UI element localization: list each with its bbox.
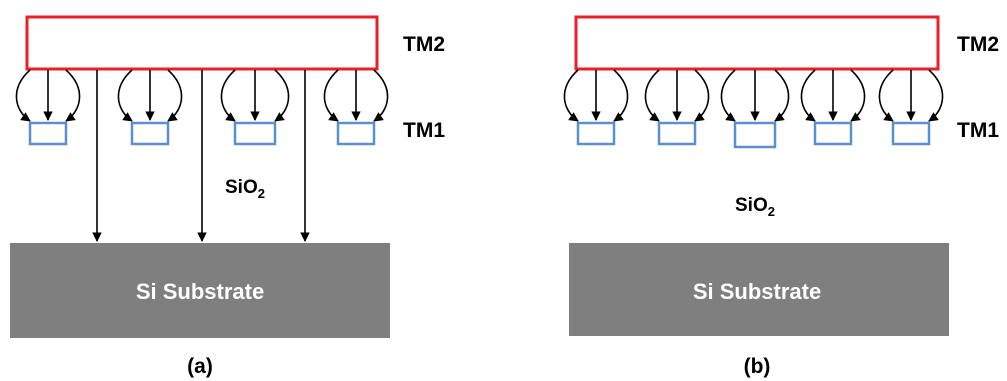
tm1-plate [891, 121, 931, 146]
sio2-subscript: 2 [768, 204, 775, 219]
substrate-label: Si Substrate [136, 279, 264, 304]
tm1-finger-group [800, 69, 866, 146]
tm1-finger-group [720, 69, 790, 149]
fringe-arrow [800, 69, 816, 122]
tm1-finger-group [563, 69, 629, 146]
fringe-arrow [613, 69, 629, 122]
fringe-arrow [694, 69, 710, 122]
tm2-plate [574, 15, 940, 71]
tm1-plate [336, 121, 376, 146]
fringe-arrow [878, 69, 894, 122]
fringe-arrow [928, 69, 944, 122]
tm1-label: TM1 [403, 119, 445, 142]
fringe-arrow [274, 69, 290, 122]
tm1-plate [28, 121, 68, 146]
fringe-arrow [220, 69, 236, 122]
tm2-plate [25, 15, 379, 71]
fringe-arrow [117, 69, 133, 122]
panel-a: TM2 TM1 SiO2 Si Substrate (a) [10, 15, 445, 378]
fringe-arrow [323, 69, 339, 122]
tm1-plate [733, 121, 777, 149]
si-substrate [10, 243, 390, 338]
si-substrate [569, 243, 949, 336]
tm1-finger-group [878, 69, 944, 146]
tm1-plate [576, 121, 616, 146]
fringe-arrow [774, 69, 790, 122]
sio2-subscript: 2 [258, 186, 265, 201]
fringe-arrow [65, 69, 81, 122]
fringe-arrow [15, 69, 31, 122]
sio2-base: SiO [735, 195, 768, 216]
fringe-arrow [850, 69, 866, 122]
tm1-plate [813, 121, 853, 146]
tm1-finger-group [323, 69, 389, 146]
tm2-label: TM2 [957, 33, 999, 56]
fringe-arrow [720, 69, 736, 122]
substrate-label: Si Substrate [693, 279, 821, 304]
tm1-finger-group [117, 69, 183, 146]
caption-a: (a) [187, 355, 213, 378]
tm2-label: TM2 [403, 33, 445, 56]
fringe-arrow [167, 69, 183, 122]
fringe-arrow [373, 69, 389, 122]
tm1-finger-group [15, 69, 81, 146]
tm1-plate [130, 121, 170, 146]
caption-b: (b) [744, 355, 771, 378]
sio2-label: SiO2 [735, 195, 775, 219]
tm1-plate [233, 121, 277, 146]
tm1-finger-group [644, 69, 710, 146]
panel-b: TM2 TM1 SiO2 Si Substrate (b) [563, 15, 999, 378]
sio2-base: SiO [225, 177, 258, 198]
fringe-arrow [644, 69, 660, 122]
tm1-label: TM1 [957, 119, 999, 142]
tm1-finger-group [220, 69, 290, 146]
fringe-arrow [563, 69, 579, 122]
tm1-plate [657, 121, 697, 146]
sio2-label: SiO2 [225, 177, 265, 201]
